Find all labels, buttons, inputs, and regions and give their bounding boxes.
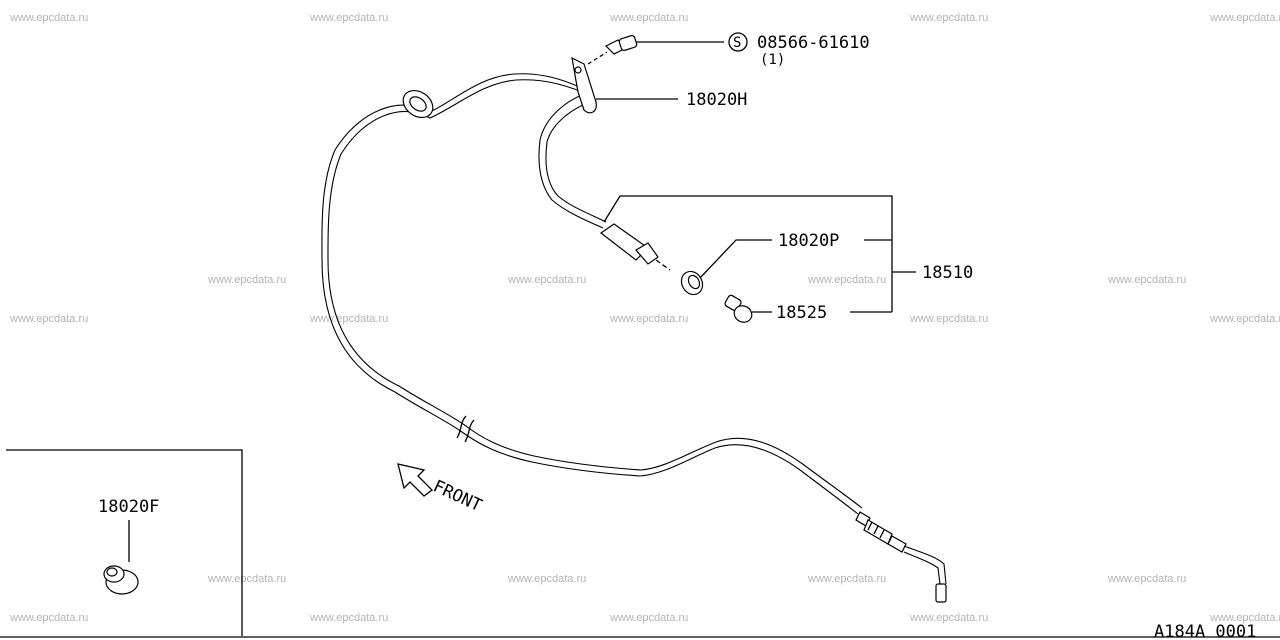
standard-part-symbol [728, 32, 748, 52]
watermark: www.epcdata.ru [807, 274, 886, 286]
watermark: www.epcdata.ru [1209, 12, 1280, 24]
watermark: www.epcdata.ru [609, 313, 688, 325]
watermark: www.epcdata.ru [1209, 612, 1280, 624]
label-bolt-code: 08566-61610 [757, 33, 870, 53]
watermark: www.epcdata.ru [609, 612, 688, 624]
grommet-ring [680, 270, 704, 296]
watermark: www.epcdata.ru [1107, 274, 1186, 286]
label-grommet: 18020P [778, 231, 839, 251]
watermark: www.epcdata.ru [909, 12, 988, 24]
front-direction-arrow [397, 463, 433, 497]
standard-part-symbol-letter: S [733, 35, 741, 51]
stopper-part [724, 294, 753, 323]
leader-lines [596, 41, 916, 313]
watermark: www.epcdata.ru [507, 573, 586, 585]
figure-code: A184A 0001 [1154, 622, 1256, 640]
label-stopper: 18525 [776, 303, 827, 323]
clamp-bracket [571, 56, 597, 114]
watermark: www.epcdata.ru [9, 12, 88, 24]
watermark: www.epcdata.ru [1209, 313, 1280, 325]
watermark: www.epcdata.ru [207, 274, 286, 286]
watermark: www.epcdata.ru [9, 313, 88, 325]
label-inset-part: 18020F [98, 497, 159, 517]
watermark: www.epcdata.ru [207, 573, 286, 585]
label-clamp: 18020H [686, 90, 747, 110]
inset-box: 18020F [6, 449, 243, 636]
bolt-part [587, 35, 638, 65]
watermark: www.epcdata.ru [909, 313, 988, 325]
watermark: www.epcdata.ru [9, 612, 88, 624]
sensor-end [599, 223, 671, 271]
watermark: www.epcdata.ru [909, 612, 988, 624]
watermark: www.epcdata.ru [309, 313, 388, 325]
watermark-layer: www.epcdata.ru www.epcdata.ru www.epcdat… [9, 12, 1280, 624]
watermark: www.epcdata.ru [309, 612, 388, 624]
watermark: www.epcdata.ru [807, 573, 886, 585]
watermark: www.epcdata.ru [609, 12, 688, 24]
front-label: FRONT [430, 476, 485, 516]
watermark: www.epcdata.ru [507, 274, 586, 286]
label-assembly: 18510 [922, 263, 973, 283]
cable-end-connector [855, 511, 947, 603]
control-cable [321, 73, 863, 515]
watermark: www.epcdata.ru [309, 12, 388, 24]
label-bolt-qty: (1) [760, 52, 785, 68]
cable-grommet [402, 89, 434, 119]
watermark: www.epcdata.ru [1107, 573, 1186, 585]
